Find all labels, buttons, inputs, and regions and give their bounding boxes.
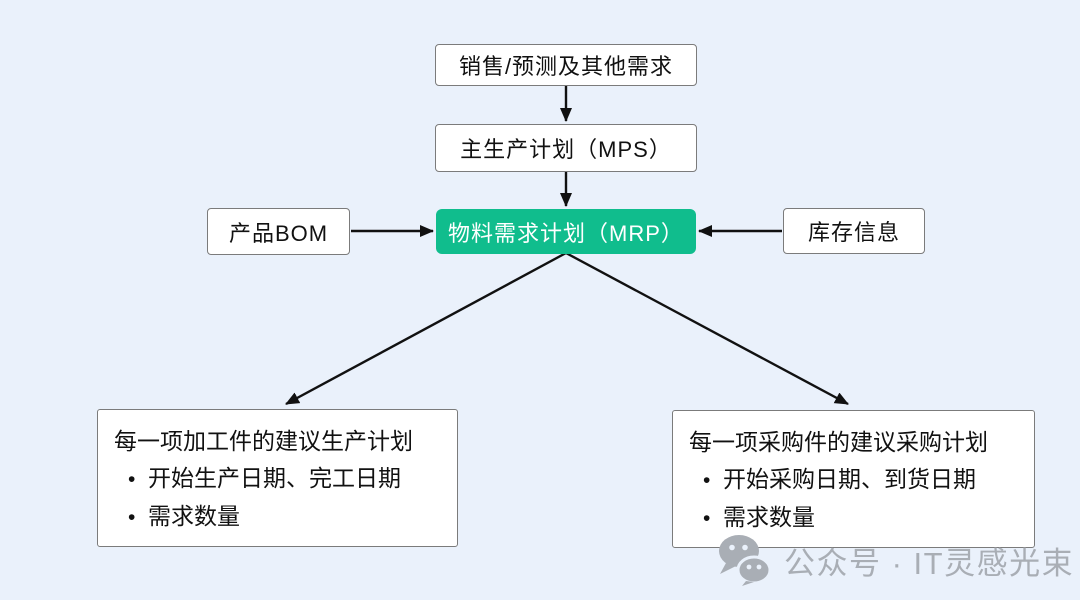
watermark-text: 公众号 · IT灵感光束 bbox=[784, 545, 1075, 581]
purchase-plan-panel: 每一项采购件的建议采购计划 开始采购日期、到货日期 需求数量 bbox=[672, 410, 1035, 548]
production-plan-title: 每一项加工件的建议生产计划 bbox=[114, 428, 413, 454]
connector-mrp-to-production-plan bbox=[285, 251, 567, 406]
mps-node: 主生产计划（MPS） bbox=[435, 124, 697, 172]
mrp-label: 物料需求计划（MRP） bbox=[448, 220, 684, 246]
production-plan-bullet-list: 开始生产日期、完工日期 需求数量 bbox=[114, 460, 441, 536]
bullet-item: 开始采购日期、到货日期 bbox=[703, 461, 1018, 499]
bullet-item: 需求数量 bbox=[128, 498, 441, 536]
bom-label: 产品BOM bbox=[228, 220, 329, 246]
purchase-plan-title: 每一项采购件的建议采购计划 bbox=[689, 429, 988, 455]
bullet-item: 开始生产日期、完工日期 bbox=[128, 460, 441, 498]
purchase-plan-bullet-list: 开始采购日期、到货日期 需求数量 bbox=[689, 461, 1018, 537]
inventory-node: 库存信息 bbox=[783, 208, 925, 254]
sales-forecast-label: 销售/预测及其他需求 bbox=[458, 54, 674, 79]
connector-mrp-to-purchase-plan bbox=[565, 251, 849, 406]
production-plan-panel: 每一项加工件的建议生产计划 开始生产日期、完工日期 需求数量 bbox=[97, 409, 458, 547]
bom-node: 产品BOM bbox=[207, 208, 350, 255]
wechat-icon bbox=[719, 535, 772, 586]
bullet-item: 需求数量 bbox=[703, 499, 1018, 537]
sales-forecast-node: 销售/预测及其他需求 bbox=[435, 44, 697, 86]
watermark: 公众号 · IT灵感光束 bbox=[714, 534, 1074, 586]
inventory-label: 库存信息 bbox=[807, 220, 900, 245]
mps-label: 主生产计划（MPS） bbox=[460, 137, 672, 162]
mrp-node: 物料需求计划（MRP） bbox=[436, 209, 696, 254]
